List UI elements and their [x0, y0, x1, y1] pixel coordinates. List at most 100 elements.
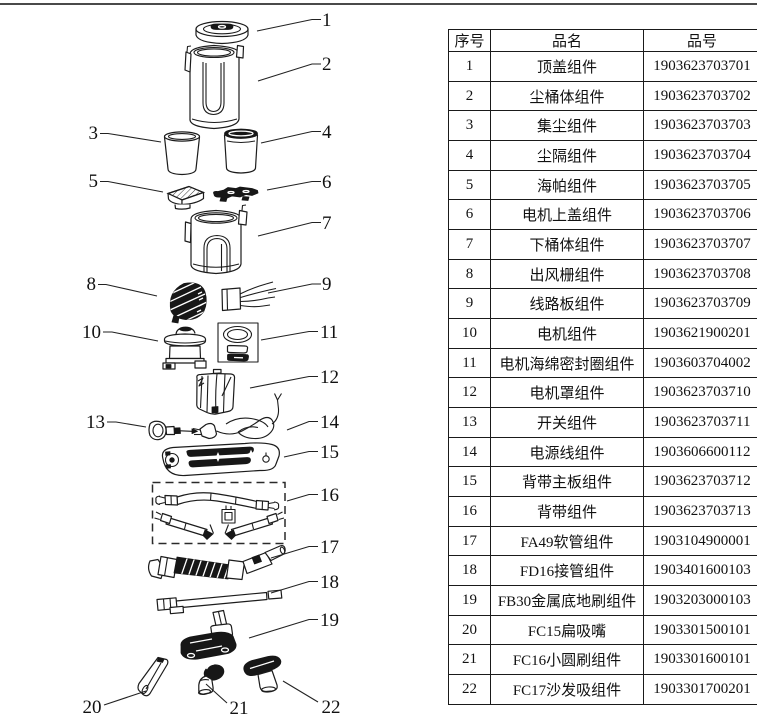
part-number-cell: 1903104900001 [643, 525, 757, 557]
callout-number-14: 14 [320, 412, 340, 433]
part-number-cell: 1903623703705 [643, 169, 757, 201]
callout-number-16: 16 [320, 485, 339, 506]
part-6-motor-top-cover [213, 186, 259, 202]
part-8-air-outlet-grille [169, 282, 207, 324]
part-name-cell: 背带主板组件 [490, 466, 644, 498]
part-name-cell: 电源线组件 [490, 436, 644, 468]
row-index-cell: 2 [448, 80, 491, 112]
row-index-cell: 9 [448, 288, 491, 320]
callout-line-7 [257, 221, 321, 237]
part-number-cell: 1903623703711 [643, 407, 757, 438]
callout-number-3: 3 [89, 123, 99, 144]
callout-line-8 [98, 283, 158, 297]
part-number-cell: 1903623703710 [643, 377, 757, 409]
callout-number-10: 10 [82, 322, 101, 343]
part-10-motor-assembly [162, 326, 207, 370]
part-number-cell: 1903623703702 [643, 80, 757, 112]
part-number-cell: 1903623703707 [643, 229, 757, 260]
row-index-cell: 5 [448, 169, 491, 201]
callout-number-11: 11 [320, 322, 338, 343]
part-number-cell: 1903623703701 [643, 51, 757, 82]
part-number-cell: 1903203000103 [643, 585, 757, 616]
part-name-cell: 尘隔组件 [490, 140, 644, 171]
part-4-dust-separator-cup [223, 128, 259, 174]
part-name-cell: 集尘组件 [490, 110, 644, 142]
row-index-cell: 19 [448, 585, 491, 616]
row-index-cell: 8 [448, 258, 491, 290]
part-name-cell: 顶盖组件 [490, 51, 644, 82]
callout-line-5 [100, 180, 164, 193]
row-index-cell: 18 [448, 555, 491, 587]
callout-line-2 [257, 63, 321, 82]
callout-line-6 [266, 180, 321, 191]
part-5-hepa-filter [166, 185, 206, 210]
part-number-cell: 1903623703706 [643, 199, 757, 231]
callout-line-14 [286, 420, 318, 431]
part-17-hose-assembly [147, 544, 286, 581]
part-number-cell: 1903301500101 [643, 614, 757, 646]
part-name-cell: 电机罩组件 [490, 377, 644, 409]
part-22-sofa-nozzle [243, 655, 282, 693]
page-top-rule [0, 3, 757, 5]
row-index-cell: 10 [448, 318, 491, 349]
part-12-motor-cover [196, 368, 236, 415]
part-name-cell: FC15扁吸嘴 [490, 614, 644, 646]
part-number-cell: 1903623703704 [643, 140, 757, 171]
part-name-cell: 电机海绵密封圈组件 [490, 347, 644, 379]
callout-number-7: 7 [322, 213, 332, 234]
part-7-lower-bucket-body [184, 204, 248, 275]
part-name-cell: 出风栅组件 [490, 258, 644, 290]
part-14-power-cord [192, 393, 282, 440]
callout-number-9: 9 [322, 274, 332, 295]
callout-number-20: 20 [83, 697, 102, 718]
row-index-cell: 14 [448, 436, 491, 468]
row-index-cell: 15 [448, 466, 491, 498]
callout-line-20 [103, 690, 147, 706]
row-index-cell: 11 [448, 347, 491, 379]
callout-line-13 [107, 421, 147, 428]
row-index-cell: 17 [448, 525, 491, 557]
part-18-extension-tube [156, 589, 283, 615]
part-name-cell: FC16小圆刷组件 [490, 644, 644, 676]
part-15-strap-main-board [161, 442, 280, 477]
callout-number-4: 4 [322, 122, 332, 143]
part-21-round-brush [197, 663, 225, 695]
callout-number-22: 22 [322, 697, 341, 718]
part-11-motor-sponge-seal-kit [217, 322, 259, 363]
callout-line-10 [103, 331, 159, 342]
row-index-cell: 1 [448, 51, 491, 82]
part-16-strap-set [151, 481, 286, 545]
part-number-cell: 1903301600101 [643, 644, 757, 676]
part-number-cell: 1903603704002 [643, 347, 757, 379]
part-name-cell: FB30金属底地刷组件 [490, 585, 644, 616]
part-name-cell: FD16接管组件 [490, 555, 644, 587]
column-header-1: 序号 [448, 29, 491, 52]
part-number-cell: 1903623703709 [643, 288, 757, 320]
row-index-cell: 4 [448, 140, 491, 171]
callout-line-1 [256, 18, 321, 32]
part-name-cell: 线路板组件 [490, 288, 644, 320]
callout-line-22 [282, 680, 319, 703]
callout-line-11 [260, 330, 318, 341]
part-name-cell: 电机组件 [490, 318, 644, 349]
part-name-cell: 尘桶体组件 [490, 80, 644, 112]
callout-line-4 [260, 130, 321, 144]
callout-line-15 [283, 450, 318, 458]
callout-number-19: 19 [320, 610, 339, 631]
part-20-crevice-nozzle [137, 656, 169, 697]
